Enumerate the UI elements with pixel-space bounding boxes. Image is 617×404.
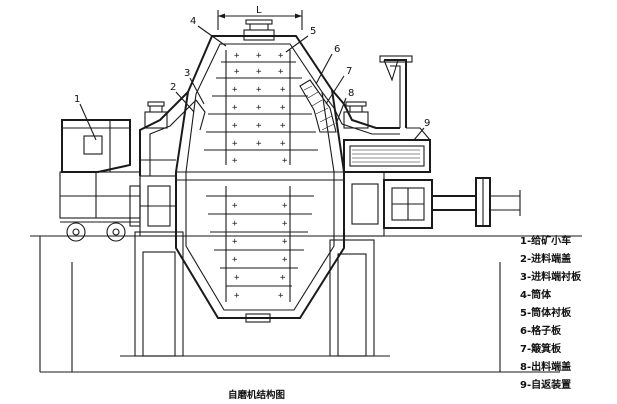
legend-item-1: 1-给矿小车 [520, 234, 571, 247]
discharge-end-head [299, 79, 400, 135]
callouts: 1 2 3 4 5 6 7 8 9 [74, 16, 430, 129]
legend-item-3: 3-进料端衬板 [520, 270, 582, 283]
svg-text:+: + [232, 156, 238, 166]
foundation [30, 231, 582, 373]
svg-text:+: + [280, 85, 286, 95]
callout-1: 1 [74, 94, 80, 105]
svg-text:+: + [282, 255, 288, 265]
svg-text:+: + [232, 219, 238, 229]
svg-text:+: + [234, 51, 240, 61]
legend-item-8: 8-出料端盖 [520, 360, 571, 373]
svg-text:+: + [256, 139, 262, 149]
top-flange [243, 19, 275, 41]
svg-text:+: + [234, 67, 240, 77]
svg-text:+: + [256, 67, 262, 77]
callout-9: 9 [424, 118, 430, 129]
svg-text:+: + [232, 121, 238, 131]
auto-return-device [379, 55, 431, 141]
svg-text:+: + [282, 237, 288, 247]
dimension-L: L [217, 5, 303, 30]
feed-trunnion [129, 175, 177, 237]
svg-text:+: + [282, 156, 288, 166]
svg-text:+: + [278, 51, 284, 61]
svg-text:+: + [282, 219, 288, 229]
callout-7: 7 [346, 66, 352, 77]
feed-end-head [139, 91, 206, 176]
svg-text:+: + [234, 273, 240, 283]
svg-text:+: + [232, 85, 238, 95]
svg-text:+: + [232, 201, 238, 211]
svg-text:+: + [232, 237, 238, 247]
svg-text:+: + [278, 67, 284, 77]
callout-2: 2 [170, 82, 176, 93]
svg-text:+: + [256, 121, 262, 131]
shell-liners [204, 50, 318, 302]
legend-item-5: 5-筒体衬板 [520, 306, 572, 319]
legend-item-2: 2-进料端盖 [520, 252, 571, 265]
legend-item-9: 9-自返装置 [520, 378, 571, 391]
callout-3: 3 [184, 68, 190, 79]
svg-text:+: + [280, 121, 286, 131]
legend: 1-给矿小车 2-进料端盖 3-进料端衬板 4-筒体 5-筒体衬板 6-格子板 … [520, 234, 582, 391]
svg-text:+: + [282, 201, 288, 211]
liner-bolts: + + + + + + + + + + + + + + + + + + + + + + + + + + + + +… [232, 51, 288, 301]
callout-5: 5 [310, 26, 316, 37]
svg-text:+: + [256, 103, 262, 113]
leader-lines [79, 25, 425, 141]
svg-text:+: + [232, 255, 238, 265]
diagram-caption: 自磨机结构图 [228, 389, 285, 401]
svg-text:+: + [280, 139, 286, 149]
mill-shell: + + + + + + + + + + + + + + + + + + + + + + + + + + + + +… [175, 35, 345, 323]
callout-4: 4 [190, 16, 196, 27]
callout-6: 6 [334, 44, 340, 55]
discharge-trunnion [343, 139, 433, 237]
output-shaft [432, 177, 521, 227]
grate-plate [299, 79, 337, 133]
dimension-label: L [256, 5, 262, 16]
legend-item-4: 4-筒体 [520, 288, 552, 301]
svg-text:+: + [232, 103, 238, 113]
svg-text:+: + [280, 103, 286, 113]
feed-trolley [59, 119, 141, 242]
callout-8: 8 [348, 88, 354, 99]
legend-item-6: 6-格子板 [520, 324, 562, 337]
svg-text:+: + [278, 291, 284, 301]
svg-text:+: + [256, 85, 262, 95]
svg-text:+: + [280, 273, 286, 283]
svg-text:+: + [256, 51, 262, 61]
svg-text:+: + [234, 291, 240, 301]
svg-text:+: + [232, 139, 238, 149]
legend-item-7: 7-簸箕板 [520, 342, 562, 355]
